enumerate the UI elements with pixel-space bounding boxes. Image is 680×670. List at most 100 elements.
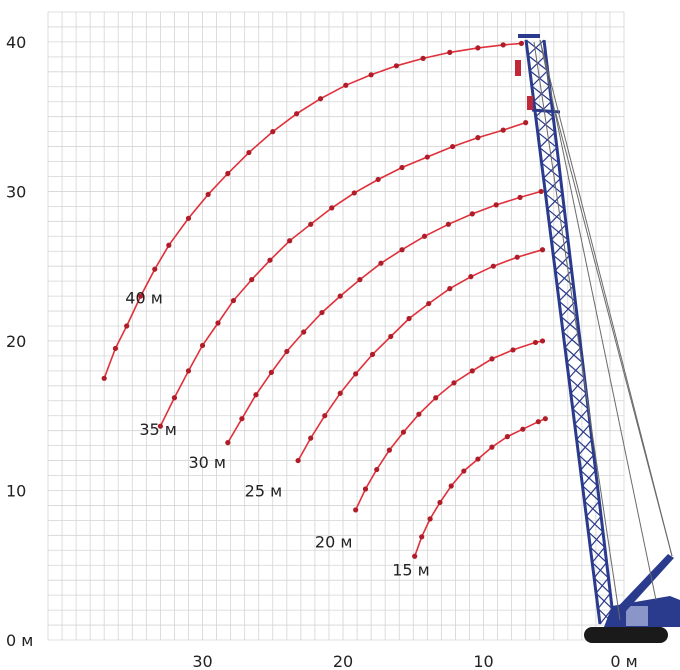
curve-point [419,534,425,540]
curve-point [157,423,163,429]
curve-point [427,516,433,522]
boom-lattice-brace [546,193,563,210]
curve-point [239,416,245,422]
curve-point [412,553,418,559]
y-tick-label: 0 м [6,631,33,650]
curve-point [504,434,510,440]
curve-point [343,82,349,88]
crane-crawler-track [584,627,668,643]
curve-point [437,499,443,506]
boom-lattice-brace [582,469,597,487]
curve-point [451,380,457,386]
curve-point [433,395,439,401]
curve-point [337,390,343,396]
curve-point [416,411,422,417]
curve-point [138,293,144,299]
curve-point [514,254,520,260]
curve-point [225,170,231,177]
curve-point [337,293,343,299]
curve-point [535,419,541,425]
curve-point [420,55,426,61]
x-tick-label: 20 [333,652,353,670]
curve-label: 20 м [315,532,353,551]
curve-point [246,149,252,156]
curve-point [399,247,405,253]
curve-point [447,49,453,55]
boom-lattice-brace [595,577,609,594]
curve-point [445,221,451,227]
curve-point [475,135,481,141]
working-range-curves [101,40,548,559]
boom-lattice-brace [580,454,595,471]
crane-cables [533,39,673,621]
boom-lattice-brace [566,346,582,364]
curve-point [532,339,539,346]
curve-point [447,286,453,292]
crane-counter-boom [610,554,674,620]
curve-point [368,72,374,78]
hook-icon [527,96,533,110]
curve-point [268,369,274,375]
boom-lattice-brace [587,516,602,533]
curve-point [205,191,211,198]
boom-lattice-brace [593,562,608,579]
curve-point [539,338,546,344]
crane-illustration [515,34,680,643]
curve-point [199,342,206,349]
curve-label: 35 м [139,420,177,439]
curve-label: 30 м [188,453,226,472]
curve-point [406,315,412,322]
curve-point [510,347,516,353]
boom-lattice-brace [543,162,560,179]
boom-lattice-brace [585,500,600,517]
curve-point [253,392,259,398]
curve-point [301,329,307,335]
curve-point [322,413,328,419]
y-axis-ticks: 0 м 10 20 30 40 [6,33,33,650]
boom-lattice-brace [574,408,589,425]
y-tick-label: 30 [6,182,26,201]
curve-point [386,447,392,453]
y-tick-label: 20 [6,332,26,351]
curve-point [317,96,324,102]
curve-point [489,356,495,362]
curve-point [475,45,481,51]
curve-25-м [297,248,543,461]
curve-point [185,215,192,221]
curve-point [399,164,405,171]
boom-lattice-brace [589,531,604,548]
curve-point [351,190,357,196]
boom-lattice-brace [527,39,545,56]
curve-point [450,143,456,150]
x-tick-label: 30 [192,652,212,670]
curve-point [523,120,529,126]
boom-lattice-brace [529,54,547,72]
curve-point [378,260,384,266]
y-tick-label: 40 [6,33,26,52]
boom-lattice-brace [541,147,558,164]
curve-point [171,395,178,401]
boom-lattice-brace [572,393,587,410]
grid [47,11,625,641]
curve-point [230,297,237,304]
curve-point [518,40,525,47]
boom-lattice-brace [564,331,580,348]
curve-point [225,440,231,446]
curve-point [369,351,376,358]
curve-point [249,277,255,283]
curve-40-м [103,42,522,379]
y-tick-label: 10 [6,481,26,500]
x-tick-label: 0 м [610,652,637,670]
curve-point [448,483,454,489]
curve-point [469,211,475,217]
curve-point [267,257,273,263]
curve-point [517,194,523,201]
curve-point [375,176,381,183]
curve-point [374,466,380,473]
curve-point [308,221,314,227]
curve-point [101,375,107,381]
curve-labels: 40 м35 м30 м25 м20 м15 м [125,289,429,580]
boom-lattice-brace [576,423,591,440]
boom-lattice-brace [550,224,567,241]
